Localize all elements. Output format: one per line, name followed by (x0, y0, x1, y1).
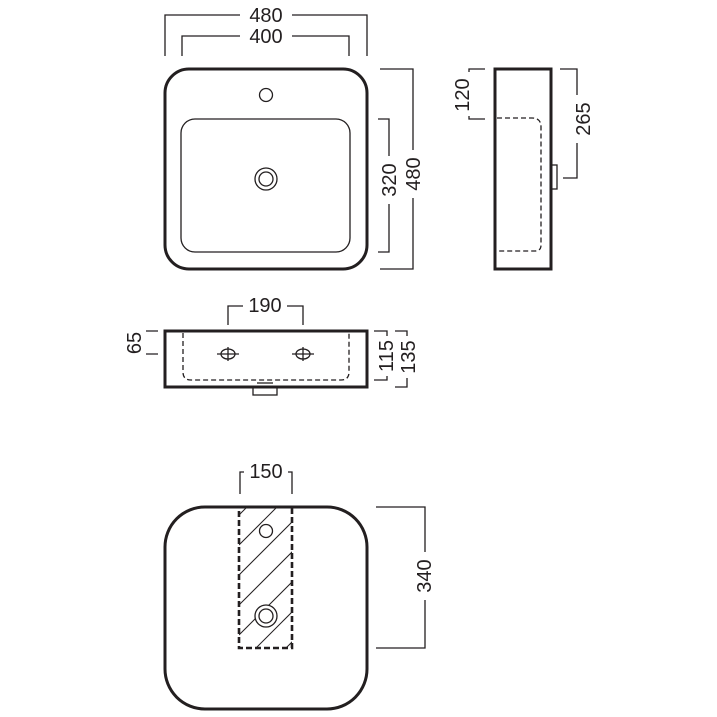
dim-label-base-depth: 340 (414, 559, 436, 592)
side-waste-outlet (550, 164, 558, 190)
top-view: 480 400 320 480 (163, 4, 425, 271)
side-view: 120 265 (452, 67, 595, 271)
dim-label-bg (378, 156, 400, 204)
waste-outlet-outer (254, 167, 278, 191)
tap-hole (258, 87, 274, 103)
bottom-tap-hole (258, 523, 274, 539)
dim-label-bg (244, 461, 288, 483)
dim-line-front-rim (144, 330, 158, 355)
front-view-inner-hidden (182, 333, 350, 381)
dim-label-bg (240, 4, 292, 26)
dim-label-bg (377, 336, 397, 376)
mounting-zone (237, 505, 294, 650)
dim-label-basin-depth: 320 (379, 163, 401, 196)
dim-label-top-inner-width: 400 (249, 26, 282, 48)
front-view: 190 65 115 135 (124, 294, 420, 396)
mounting-zone-hatch (239, 507, 292, 648)
bottom-view: 150 340 (163, 461, 436, 711)
side-view-inner-hidden (497, 117, 542, 252)
bottom-waste-inner (258, 608, 274, 624)
dim-label-bg (398, 336, 420, 378)
waste-outlet-inner (258, 171, 274, 187)
dim-label-front-inner-height: 115 (376, 340, 398, 372)
top-view-outline (163, 67, 369, 271)
dim-label-outer-depth: 480 (403, 157, 425, 190)
dim-label-bg (124, 328, 146, 358)
dim-label-top-outer-width: 480 (249, 5, 282, 27)
dim-label-bg (240, 26, 292, 46)
dim-label-tap-spacing: 190 (248, 295, 281, 317)
dim-label-side-waste: 265 (573, 102, 595, 135)
top-view-basin (180, 118, 351, 253)
dim-label-bg (570, 95, 592, 143)
front-waste-outlet (252, 386, 278, 396)
dim-label-bg (414, 552, 436, 600)
dim-label-bg (452, 72, 474, 116)
dim-label-base-width: 150 (249, 461, 282, 483)
bottom-waste-outer (254, 604, 278, 628)
dim-label-front-rim: 65 (124, 332, 146, 354)
dim-label-side-upper: 120 (452, 78, 474, 111)
dim-label-bg (243, 294, 287, 316)
front-view-outline (163, 329, 369, 389)
dim-label-front-total-height: 135 (398, 340, 420, 373)
side-view-outline (493, 67, 553, 271)
dim-label-bg (402, 150, 424, 198)
